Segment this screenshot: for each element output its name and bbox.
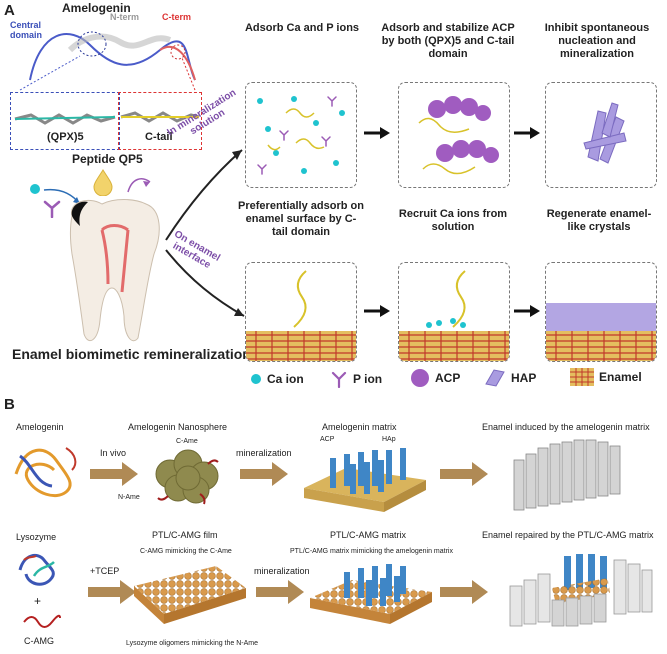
legend-enamel-label: Enamel bbox=[599, 370, 642, 384]
acp-legend-icon bbox=[411, 369, 429, 387]
legend-acp: ACP bbox=[410, 368, 460, 388]
row1-acp-label: ACP bbox=[320, 436, 335, 443]
row1-n-ame-label: N-Ame bbox=[118, 494, 140, 501]
c-tail-zoom-box: C-tail bbox=[118, 92, 202, 150]
legend-ca-ion-label: Ca ion bbox=[267, 372, 304, 386]
crystal-graphic bbox=[583, 102, 627, 164]
bottom-box-recruit-ca bbox=[398, 262, 510, 362]
amelogenin-structure: Amelogenin Central domain N-term C-term … bbox=[10, 2, 205, 150]
amelogenin-protein-graphic bbox=[14, 447, 77, 497]
acp-clusters-graphic bbox=[418, 96, 499, 175]
amelogenin-matrix-graphic bbox=[304, 448, 426, 512]
ca-ion-icon-small bbox=[30, 184, 40, 194]
row1-arrow1-label: In vivo bbox=[100, 448, 127, 458]
enamel-legend-icon bbox=[570, 368, 594, 386]
top-box-acp-stabilization bbox=[398, 82, 510, 188]
central-domain-label: Central domain bbox=[10, 20, 43, 40]
n-term-label: N-term bbox=[110, 12, 140, 22]
panel-b-letter: B bbox=[4, 396, 15, 413]
legend-ca-ion: Ca ion bbox=[250, 372, 304, 386]
regenerated-enamel-graphic bbox=[546, 303, 656, 361]
ion-adsorption-graphic bbox=[257, 96, 345, 175]
enamel-induced-graphic bbox=[513, 439, 621, 511]
bottom-arrow-2 bbox=[514, 305, 540, 317]
row2-film-label: PTL/C-AMG film bbox=[152, 530, 218, 540]
bottom-step-3-title: Regenerate enamel-like crystals bbox=[546, 208, 652, 233]
bottom-box-regenerate-crystals bbox=[545, 262, 657, 362]
protein-ribbon-graphic bbox=[19, 31, 196, 91]
row1-hap-label: HAp bbox=[382, 436, 396, 443]
bottom-step-2-title: Recruit Ca ions from solution bbox=[398, 208, 508, 233]
row1-enamel-induced-label: Enamel induced by the amelogenin matrix bbox=[482, 422, 650, 432]
ptl-matrix-graphic bbox=[310, 564, 432, 624]
legend-p-ion-label: P ion bbox=[353, 372, 383, 386]
legend-p-ion: P ion bbox=[330, 370, 382, 388]
bottom-arrow-1 bbox=[364, 305, 390, 317]
c-tail-stick-model bbox=[120, 111, 200, 123]
p-ion-legend-icon bbox=[331, 371, 347, 388]
bottom-step-1-title: Preferentially adsorb on enamel surface … bbox=[238, 200, 364, 238]
row2-plus-sign: + bbox=[34, 594, 42, 608]
top-step-1-title: Adsorb Ca and P ions bbox=[244, 22, 360, 34]
legend-acp-label: ACP bbox=[435, 371, 461, 385]
nanosphere-graphic bbox=[155, 449, 219, 505]
hap-legend-icon bbox=[485, 369, 505, 387]
bottom-box-enamel-adsorption bbox=[245, 262, 357, 362]
qpx5-stick-model bbox=[14, 113, 116, 125]
enamel-adsorb-graphic bbox=[246, 270, 356, 361]
peptide-drop-icon bbox=[93, 169, 113, 196]
row1-arrow-3 bbox=[440, 462, 488, 486]
row2-arrow-3 bbox=[440, 580, 488, 604]
c-amg-peptide-graphic bbox=[23, 614, 61, 628]
row2-enamel-repaired-label: Enamel repaired by the PTL/C-AMG matrix bbox=[482, 530, 654, 540]
row1-matrix-label: Amelogenin matrix bbox=[322, 422, 397, 432]
row2-arrow-2 bbox=[256, 580, 304, 604]
row2-arrow1-label: +TCEP bbox=[90, 566, 120, 576]
row2-arrow2-label: mineralization bbox=[254, 566, 310, 576]
enamel-repaired-graphic bbox=[509, 554, 653, 627]
legend-hap-label: HAP bbox=[511, 371, 537, 385]
row1-nanosphere-label: Amelogenin Nanosphere bbox=[128, 422, 228, 432]
legend-hap: HAP bbox=[484, 368, 536, 388]
top-step-3-title: Inhibit spontaneous nucleation and miner… bbox=[544, 22, 650, 60]
recruit-ca-graphic bbox=[399, 270, 509, 361]
top-box-inhibit-nucleation bbox=[545, 82, 657, 188]
row2-c-amg-label: C-AMG bbox=[24, 636, 54, 646]
qpx5-zoom-box: (QPX)5 bbox=[10, 92, 120, 150]
panel-a-letter: A bbox=[4, 2, 15, 19]
c-tail-label: C-tail bbox=[145, 131, 173, 143]
peptide-curved-arrow bbox=[127, 178, 151, 193]
row1-arrow-2 bbox=[240, 462, 288, 486]
row1-arrow-1 bbox=[90, 462, 138, 486]
top-arrow-1 bbox=[364, 127, 390, 139]
row1-amelogenin-label: Amelogenin bbox=[16, 422, 64, 432]
ca-ion-legend-icon bbox=[251, 374, 261, 384]
top-box-ion-adsorption bbox=[245, 82, 357, 188]
row2-lysozyme-label: Lysozyme bbox=[16, 532, 57, 542]
c-term-label: C-term bbox=[162, 12, 192, 22]
row2-arrow-1 bbox=[88, 580, 136, 604]
row2-c-amg-note: C-AMG mimicking the C-Ame bbox=[140, 548, 232, 555]
tooth-illustration bbox=[70, 199, 160, 342]
top-step-2-title: Adsorb and stabilize ACP by both (QPX)5 … bbox=[381, 22, 515, 60]
ptl-film-graphic bbox=[134, 566, 246, 624]
row1-arrow2-label: mineralization bbox=[236, 448, 292, 458]
enamel-remineralization-caption: Enamel biomimetic remineralization bbox=[12, 346, 251, 362]
lysozyme-protein-graphic bbox=[18, 553, 55, 586]
amelogenin-title: Amelogenin bbox=[62, 1, 131, 15]
top-arrow-2 bbox=[514, 127, 540, 139]
row2-matrix-note: PTL/C-AMG matrix mimicking the amelogeni… bbox=[290, 548, 453, 555]
row2-matrix-label: PTL/C-AMG matrix bbox=[330, 530, 407, 540]
legend-enamel: Enamel bbox=[570, 368, 642, 386]
p-ion-icon-small bbox=[43, 200, 61, 218]
route-arrows bbox=[165, 149, 245, 317]
peptide-qp5-label: Peptide QP5 bbox=[72, 152, 143, 166]
row1-c-ame-label: C-Ame bbox=[176, 438, 198, 445]
row2-lysozyme-note: Lysozyme oligomers mimicking the N-Ame bbox=[126, 640, 258, 647]
qpx5-label: (QPX)5 bbox=[47, 131, 84, 143]
